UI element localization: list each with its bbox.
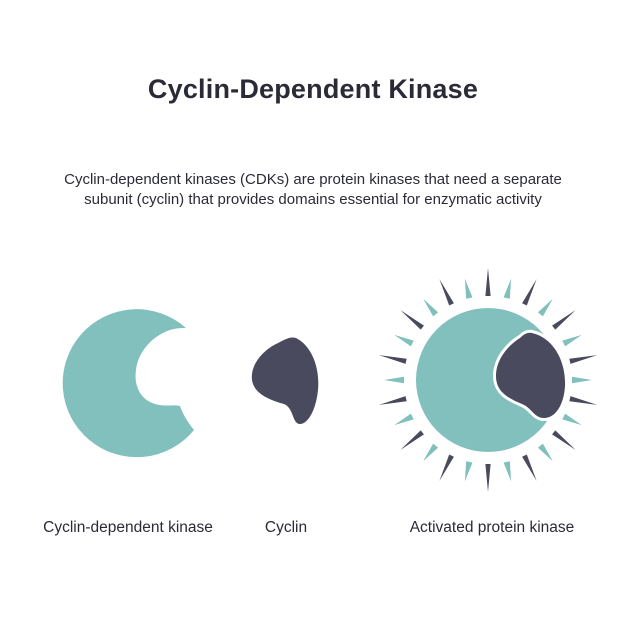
label-cyclin-dependent-kinase: Cyclin-dependent kinase	[43, 519, 213, 536]
activation-ray	[485, 464, 491, 492]
activation-ray	[394, 334, 414, 347]
activation-ray	[485, 268, 491, 296]
diagram-title: Cyclin-Dependent Kinase	[147, 74, 479, 104]
activation-ray	[423, 443, 439, 462]
activation-ray	[439, 279, 454, 306]
activation-ray	[464, 278, 473, 299]
activation-ray	[400, 310, 424, 330]
activation-ray	[562, 413, 582, 426]
activation-ray	[439, 454, 454, 481]
label-activated-protein-kinase: Activated protein kinase	[409, 519, 575, 536]
cyclin-shape	[251, 337, 319, 424]
diagram-description: Cyclin-dependent kinases (CDKs) are prot…	[20, 170, 606, 210]
activation-ray	[464, 461, 473, 482]
activation-ray	[572, 376, 592, 384]
activation-ray	[569, 355, 598, 364]
activation-ray	[552, 310, 576, 330]
activation-ray	[537, 298, 553, 317]
activation-ray	[569, 396, 598, 405]
activation-ray	[522, 279, 537, 306]
activation-ray	[537, 443, 553, 462]
label-cyclin: Cyclin	[264, 519, 308, 536]
cdk-shape	[62, 309, 195, 458]
activation-ray	[378, 355, 407, 364]
activation-ray	[522, 454, 537, 481]
activation-ray	[562, 334, 582, 347]
activation-ray	[384, 376, 404, 384]
activation-ray	[378, 396, 407, 405]
activation-ray	[503, 461, 512, 482]
description-line-2: subunit (cyclin) that provides domains e…	[84, 191, 542, 208]
bound-cyclin-shape	[496, 332, 566, 418]
activation-ray	[552, 430, 576, 450]
activation-ray	[400, 430, 424, 450]
description-line-1: Cyclin-dependent kinases (CDKs) are prot…	[64, 171, 562, 188]
activation-ray	[423, 298, 439, 317]
activation-rays	[378, 268, 598, 492]
activation-ray	[394, 413, 414, 426]
activation-ray	[503, 278, 512, 299]
